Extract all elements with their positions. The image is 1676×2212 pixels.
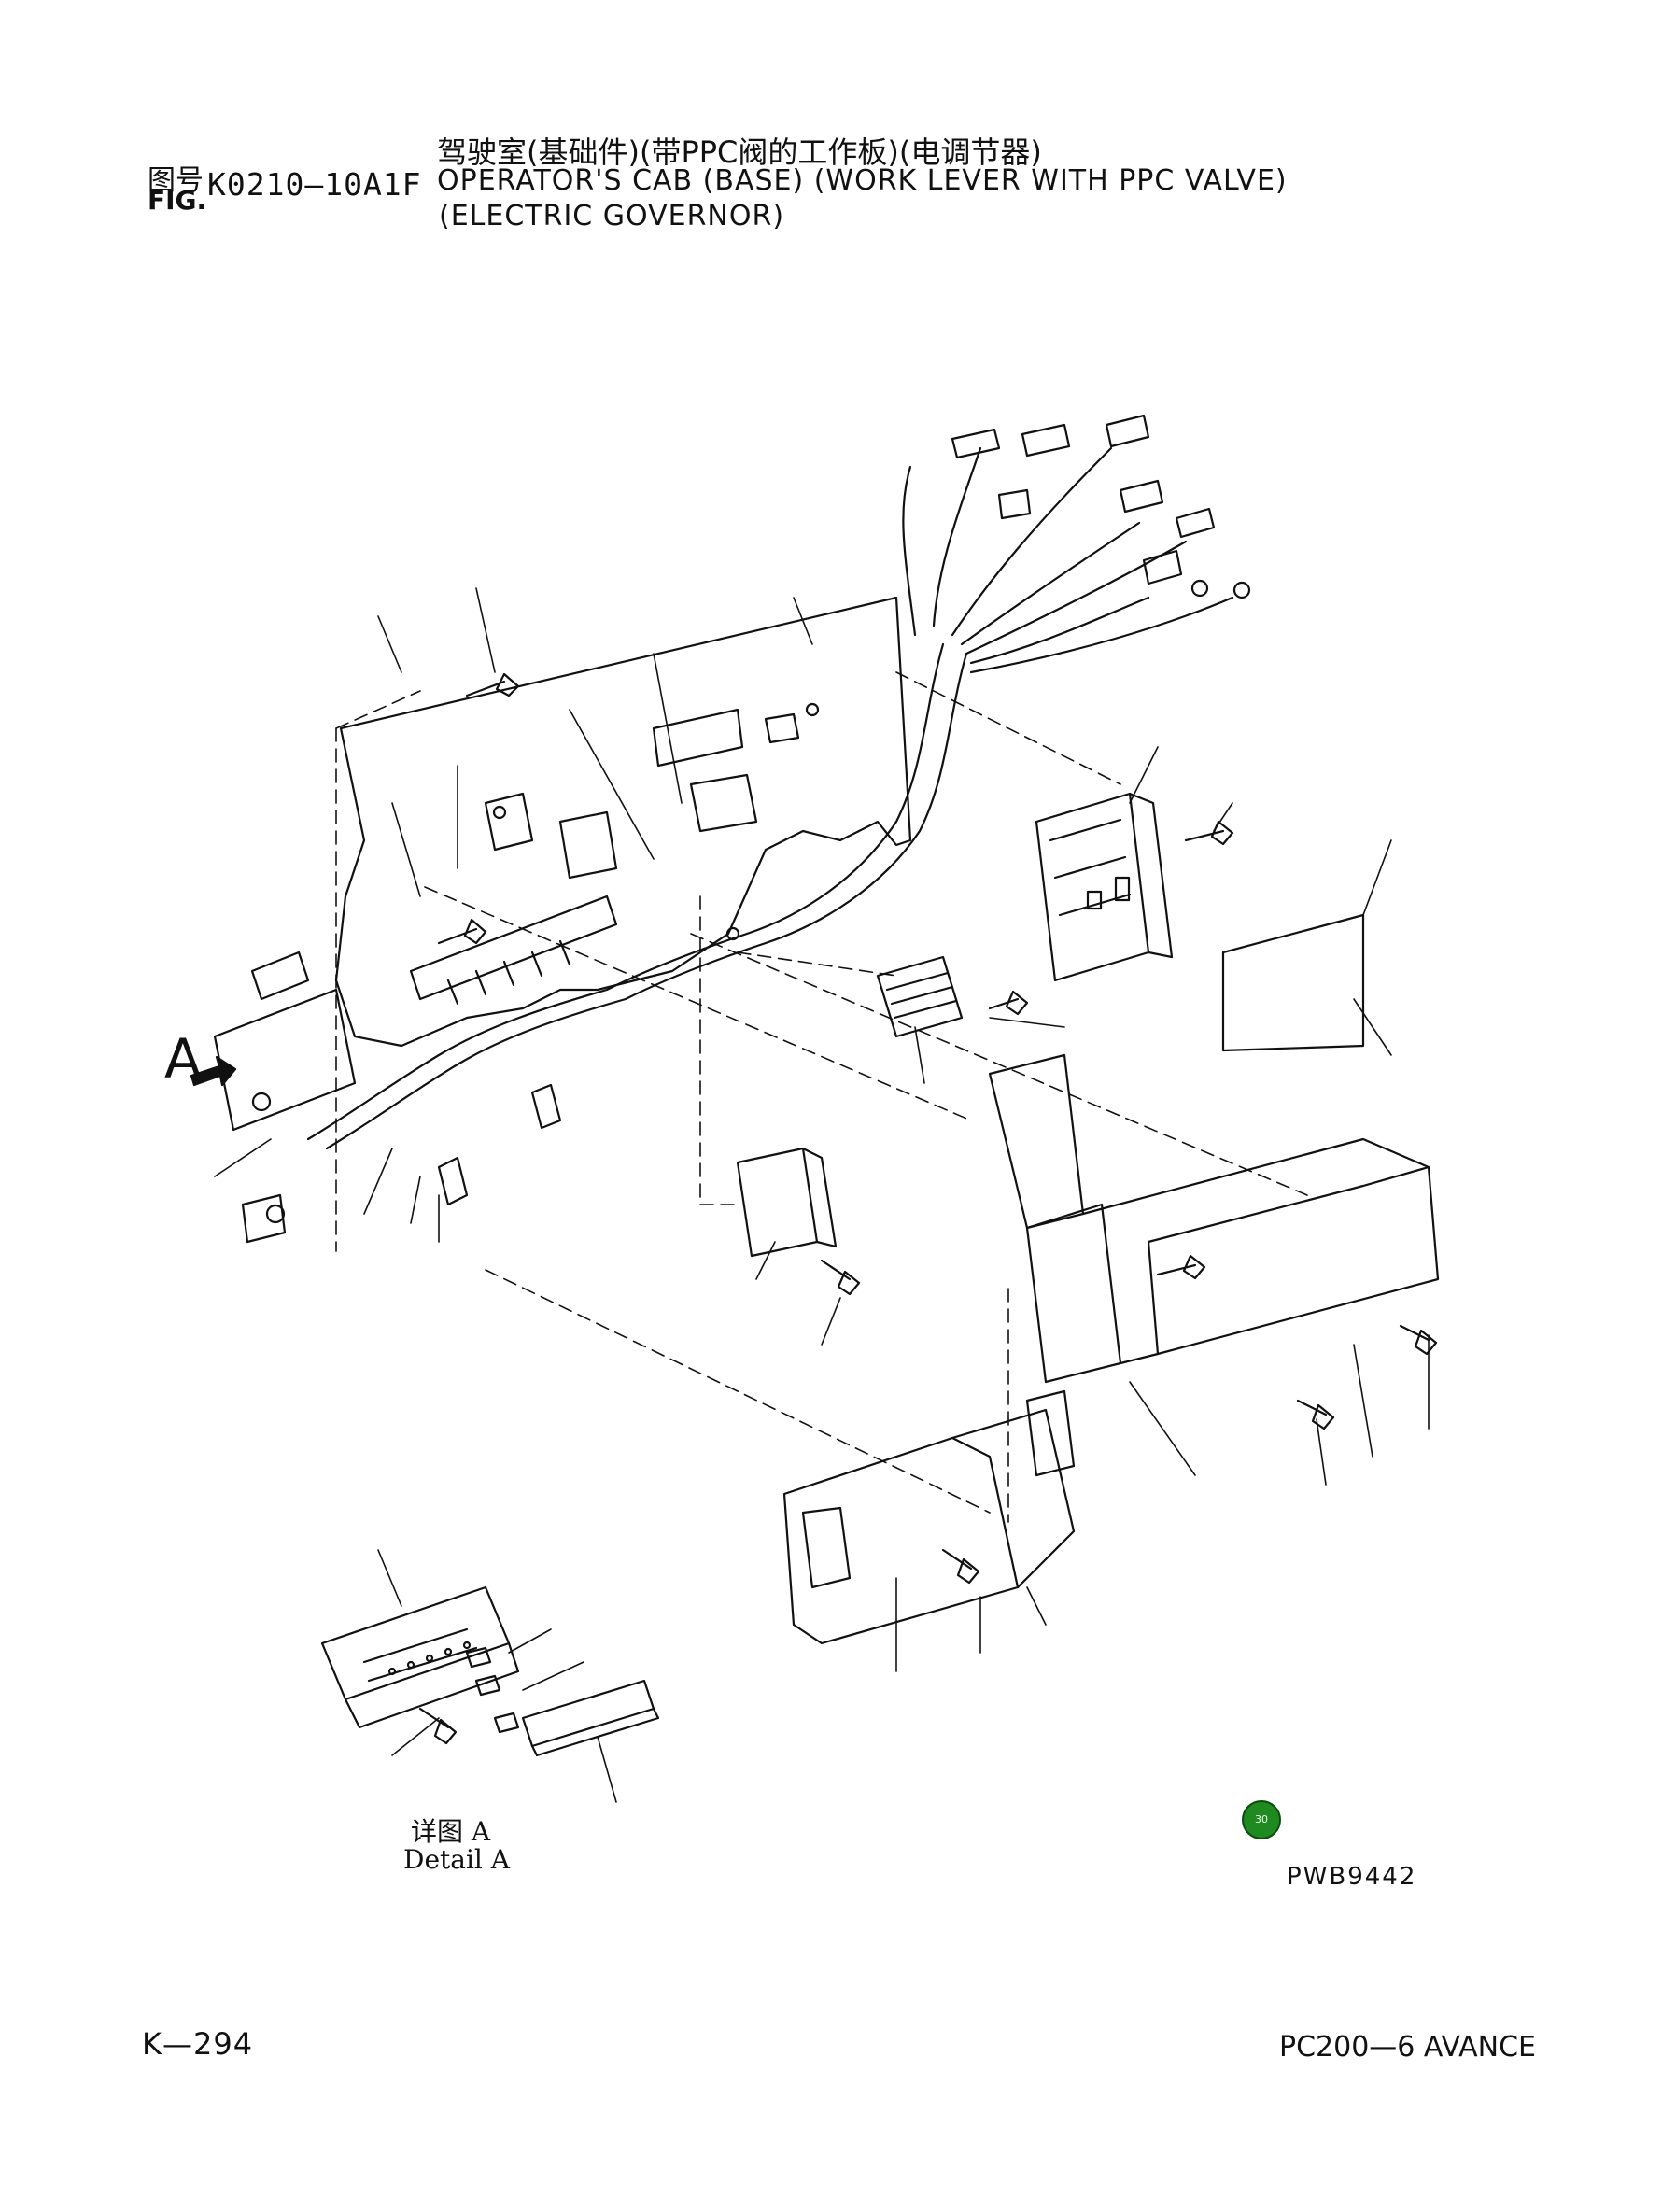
harness-connectors bbox=[951, 414, 1251, 599]
page-badge: 30 bbox=[1242, 1800, 1281, 1839]
machine-model: PC200—6 AVANCE bbox=[1279, 2031, 1536, 2064]
mounting-plate bbox=[334, 596, 912, 1048]
detail-label-en: Detail A bbox=[403, 1844, 510, 1875]
label-plate bbox=[1221, 913, 1365, 1052]
bolts bbox=[437, 672, 1438, 1585]
detail-a-connector bbox=[320, 1549, 660, 1803]
cab-base-frame bbox=[782, 1053, 1440, 1645]
fig-label-en: FIG. bbox=[148, 185, 207, 216]
leader-lines bbox=[214, 587, 1430, 1672]
fig-label-cn: 图号 bbox=[148, 164, 204, 197]
title-chinese: 驾驶室(基础件)(带PPC阀的工作板)(电调节器) bbox=[437, 134, 1042, 170]
relay-module bbox=[876, 955, 964, 1038]
ecu-box bbox=[736, 1147, 838, 1258]
drawing-reference: PWB9442 bbox=[1287, 1863, 1417, 1891]
title-english-line2: (ELECTRIC GOVERNOR) bbox=[439, 200, 785, 232]
page-number: K—294 bbox=[142, 2026, 254, 2062]
governor-controller bbox=[1035, 792, 1174, 982]
left-connector-cluster bbox=[213, 951, 562, 1244]
detail-callout-letter: A bbox=[164, 1027, 202, 1091]
title-english-line1: OPERATOR'S CAB (BASE) (WORK LEVER WITH P… bbox=[437, 164, 1288, 197]
wire-harness bbox=[306, 446, 1234, 1150]
detail-a-arrow bbox=[190, 1055, 237, 1087]
detail-label-cn: 详图 A bbox=[411, 1816, 491, 1847]
figure-number: K0210—10A1F bbox=[207, 166, 422, 203]
assembly-lines bbox=[335, 671, 1308, 1523]
